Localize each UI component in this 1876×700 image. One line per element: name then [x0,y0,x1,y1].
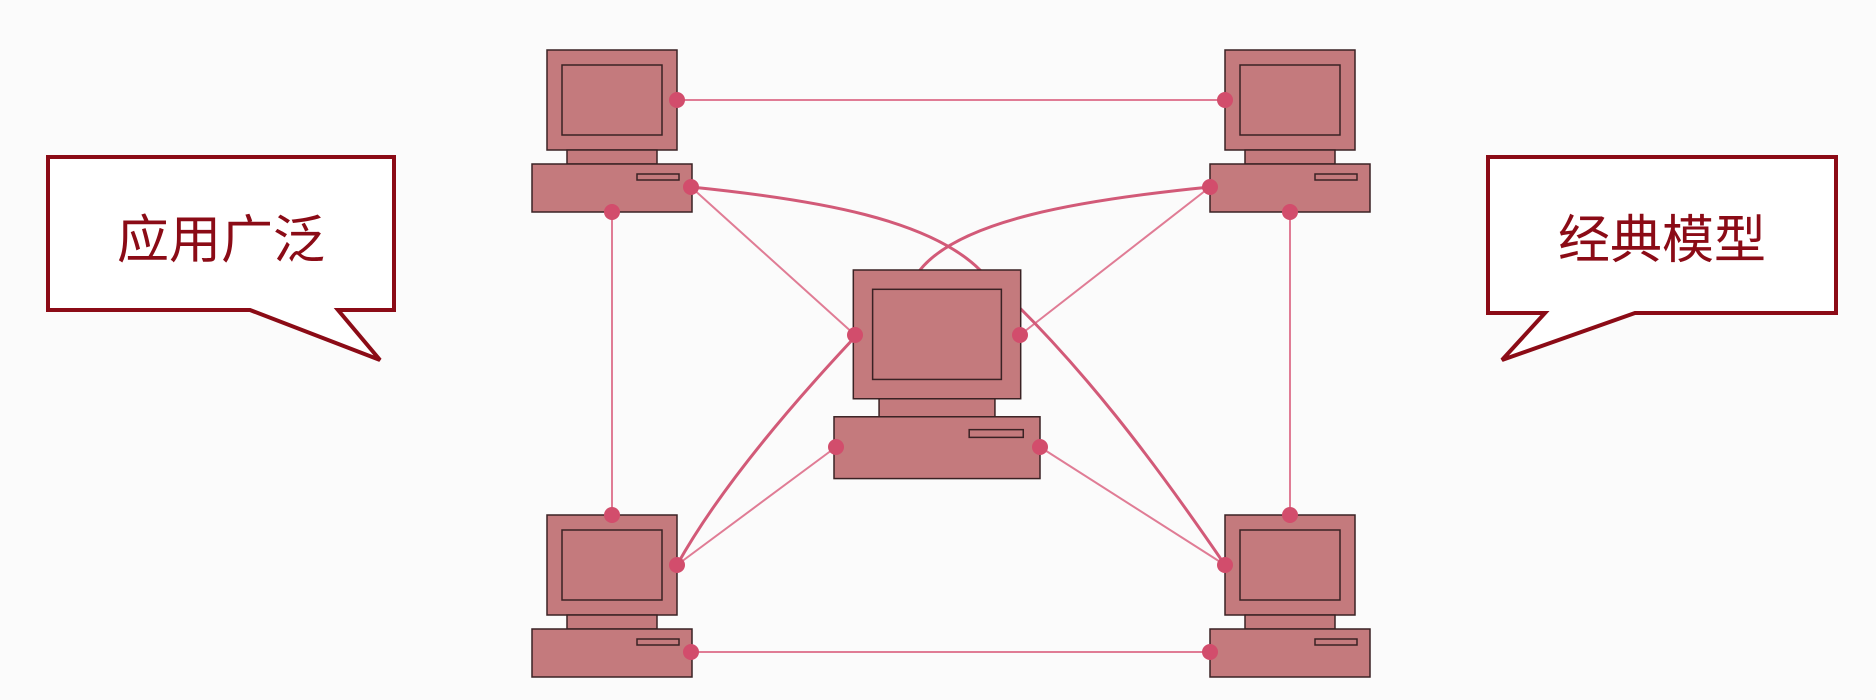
port-dot [828,439,844,455]
drive-slot [1314,173,1358,181]
computer-bottom-right [1209,514,1371,678]
computer-top-left [531,49,693,213]
port-dot [604,204,620,220]
port-dot [1202,644,1218,660]
port-dot [1012,327,1028,343]
computer-bottom-left [531,514,693,678]
monitor-neck [878,398,996,418]
callout-right-bubble [1486,155,1838,362]
port-dot [1217,557,1233,573]
drive-slot [1314,638,1358,646]
monitor-neck [566,614,658,630]
port-dot [669,557,685,573]
ports-layer [604,92,1298,660]
port-dot [847,327,863,343]
monitor-neck [1244,614,1336,630]
system-unit [531,628,693,678]
callout-left-bubble [46,155,396,362]
link-bottom-left-center [676,446,837,566]
port-dot [1202,179,1218,195]
callout-left-label: 应用广泛 [117,211,325,271]
port-dot [1217,92,1233,108]
computer-center [833,269,1041,480]
callout-right-label: 经典模型 [1558,211,1766,271]
monitor-neck [566,149,658,165]
monitor-screen [561,64,663,136]
port-dot [604,507,620,523]
callout-right: 经典模型 [1486,155,1838,362]
port-dot [683,179,699,195]
monitor-screen [561,529,663,601]
monitor-screen [1239,64,1341,136]
computer-top-right [1209,49,1371,213]
port-dot [1282,204,1298,220]
system-unit [1209,628,1371,678]
port-dot [669,92,685,108]
monitor-screen [871,288,1003,381]
link-top-left-center [690,186,856,336]
system-unit [833,416,1041,480]
drive-slot [636,173,680,181]
drive-slot [968,428,1025,439]
monitor-neck [1244,149,1336,165]
monitor-screen [1239,529,1341,601]
link-bottom-right-center [1039,446,1226,566]
port-dot [683,644,699,660]
callout-left: 应用广泛 [46,155,396,362]
link-top-right-center [1019,186,1211,336]
drive-slot [636,638,680,646]
nodes-layer [531,49,1371,678]
port-dot [1282,507,1298,523]
port-dot [1032,439,1048,455]
